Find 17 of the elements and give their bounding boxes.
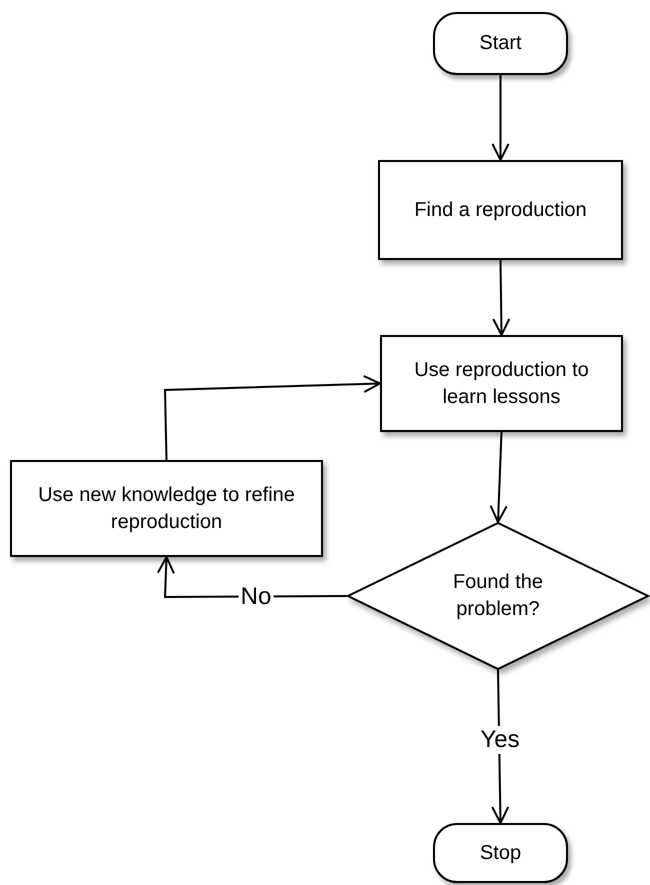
node-label: Found the problem? [452,570,544,622]
terminal-box [433,12,568,75]
terminal-box [433,823,568,883]
process-box [10,460,323,557]
arrow [492,260,510,336]
arrow [492,75,510,161]
node-label: Use new knowledge to refine reproduction [37,482,296,534]
arrow [490,432,508,523]
arrow [164,374,381,460]
node-label: Start [479,31,522,56]
node-label: Stop [480,840,522,866]
node-label: Use reproduction to learn lessons [413,358,590,410]
process-box [378,160,623,260]
node-label: Find a reproduction [414,198,587,222]
process-box [380,335,623,432]
decision-diamond [347,522,649,670]
edge-label: Yes [478,726,522,754]
